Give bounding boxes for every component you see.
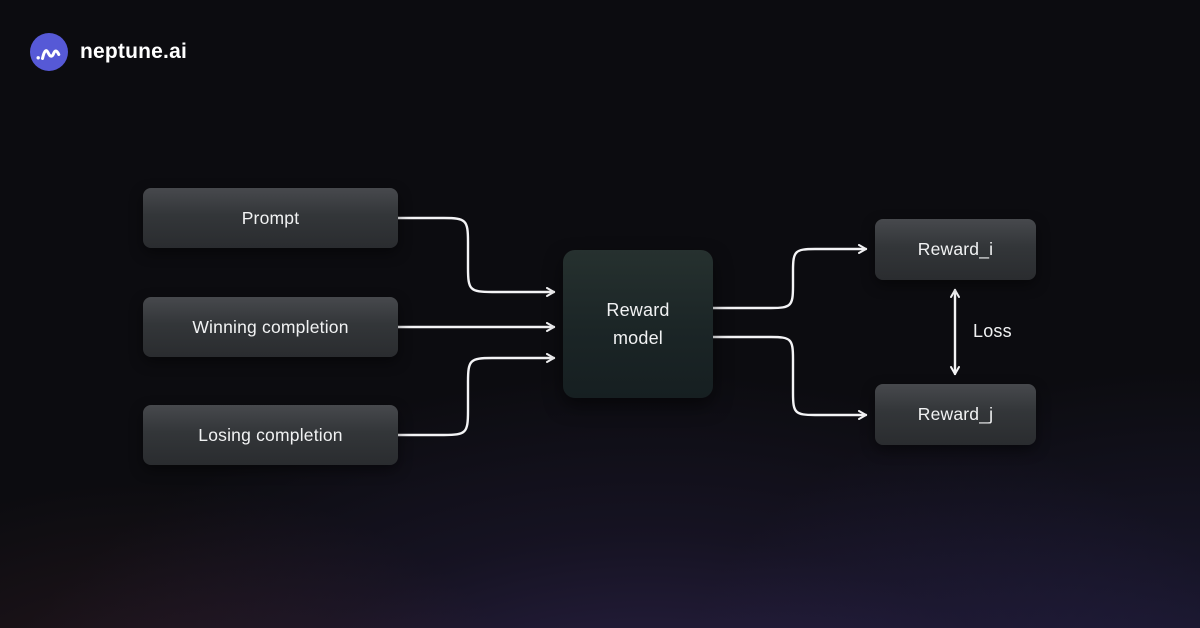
- node-reward-j-label: Reward_j: [917, 404, 994, 424]
- edge-prompt-to-model: [396, 216, 556, 297]
- node-reward-model: Reward model: [563, 250, 713, 398]
- loss-label: Loss: [973, 321, 1012, 341]
- node-reward-i: Reward_i: [875, 219, 1036, 280]
- node-prompt: Prompt: [143, 188, 398, 248]
- brand-logo: neptune.ai: [30, 33, 187, 71]
- node-reward-j: Reward_j: [875, 384, 1036, 445]
- waveform-icon: [30, 33, 68, 71]
- node-reward-i-label: Reward_i: [917, 239, 994, 259]
- node-winning-completion: Winning completion: [143, 297, 398, 357]
- edge-losing-to-model: [396, 353, 556, 437]
- edge-model-to-reward-i: [711, 244, 868, 310]
- node-reward-model-label: Reward model: [606, 300, 670, 348]
- node-losing-completion: Losing completion: [143, 405, 398, 465]
- node-winning-completion-label: Winning completion: [192, 316, 349, 337]
- node-losing-completion-label: Losing completion: [198, 424, 343, 445]
- brand-name: neptune.ai: [80, 40, 188, 63]
- node-prompt-label: Prompt: [241, 207, 300, 228]
- edge-model-to-reward-j: [711, 335, 868, 420]
